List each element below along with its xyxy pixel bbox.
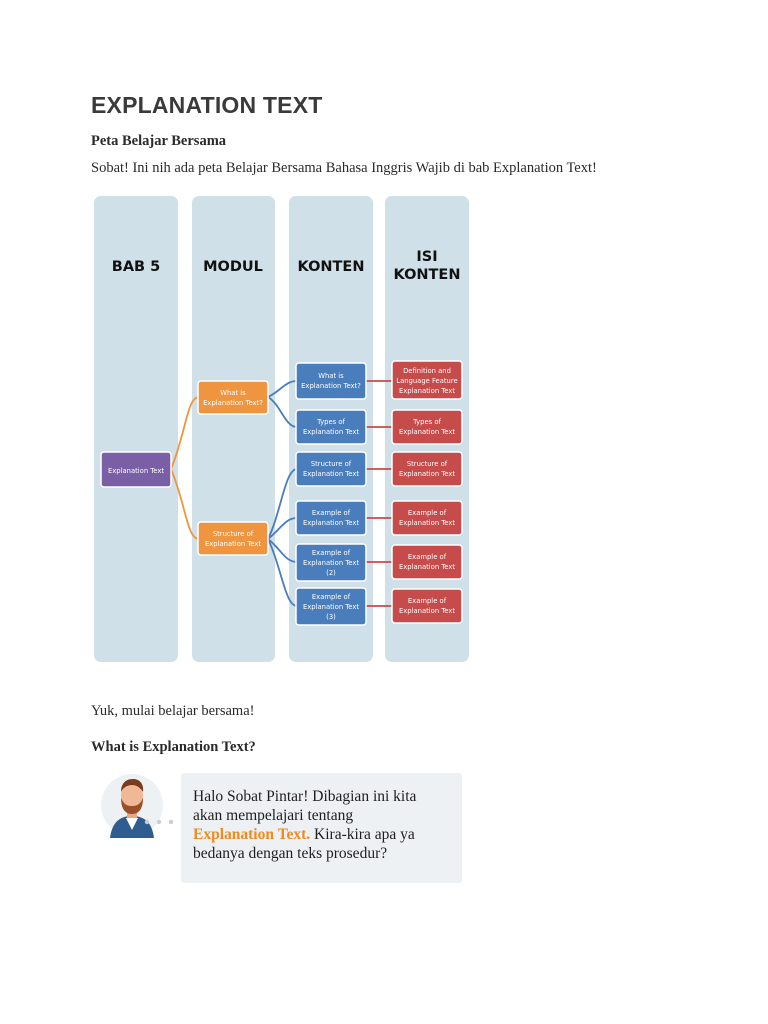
column-title-konten-2: KONTEN xyxy=(394,267,461,283)
node-isi-6-line1: Example of xyxy=(408,597,447,605)
node-modul-what-is: What is Explanation Text? xyxy=(197,380,269,415)
column-title-modul: MODUL xyxy=(203,259,263,275)
connector-modul-konten-5 xyxy=(267,538,298,563)
node-konten-2-line2: Explanation Text xyxy=(303,428,359,436)
speech-after-highlight: Kira-kira apa ya xyxy=(310,826,415,843)
node-isi-2-line1: Types of xyxy=(412,418,441,426)
node-konten-6-line3: (3) xyxy=(326,613,336,621)
node-konten-5: Example of Explanation Text (2) xyxy=(295,543,367,582)
node-konten-1-line1: What is xyxy=(318,372,344,380)
node-bab-explanation-text: Explanation Text xyxy=(100,451,172,488)
node-konten-4-line2: Explanation Text xyxy=(303,519,359,527)
node-konten-6: Example of Explanation Text (3) xyxy=(295,587,367,626)
connector-modul-konten-4 xyxy=(267,517,298,540)
node-konten-5-line2: Explanation Text xyxy=(303,559,359,567)
node-konten-1: What is Explanation Text? xyxy=(295,362,367,400)
connector-bab-modul-1 xyxy=(170,396,200,470)
speech-line-2: akan mempelajari tentang xyxy=(193,807,354,824)
node-konten-6-line1: Example of xyxy=(312,593,351,601)
node-konten-2-line1: Types of xyxy=(316,418,345,426)
connector-modul-konten-3 xyxy=(267,468,298,540)
column-bab5 xyxy=(94,196,178,662)
node-konten-5-line1: Example of xyxy=(312,549,351,557)
intro-paragraph: Sobat! Ini nih ada peta Belajar Bersama … xyxy=(91,160,597,176)
speech-text: Halo Sobat Pintar! Dibagian ini kita aka… xyxy=(193,787,458,863)
node-modul-2-line1: Structure of xyxy=(213,530,254,538)
node-konten-4: Example of Explanation Text xyxy=(295,500,367,536)
node-isi-5-line1: Example of xyxy=(408,553,447,561)
node-modul-1-line1: What is xyxy=(220,389,246,397)
node-konten-3-line2: Explanation Text xyxy=(303,470,359,478)
closing-paragraph: Yuk, mulai belajar bersama! xyxy=(91,703,255,719)
node-konten-6-line2: Explanation Text xyxy=(303,603,359,611)
node-isi-5-line2: Explanation Text xyxy=(399,563,455,571)
node-konten-3: Structure of Explanation Text xyxy=(295,451,367,487)
section-heading-peta: Peta Belajar Bersama xyxy=(91,133,227,149)
node-konten-3-line1: Structure of xyxy=(311,460,352,468)
speech-bubble: Halo Sobat Pintar! Dibagian ini kita aka… xyxy=(181,773,462,883)
speech-line-1: Halo Sobat Pintar! Dibagian ini kita xyxy=(193,788,417,805)
node-isi-1-line3: Explanation Text xyxy=(399,387,455,395)
chat-illustration: Halo Sobat Pintar! Dibagian ini kita aka… xyxy=(90,770,462,886)
node-isi-1-line2: Language Feature xyxy=(396,377,457,385)
node-bab-label: Explanation Text xyxy=(108,467,164,475)
node-modul-1-line2: Explanation Text? xyxy=(203,399,263,407)
node-isi-2: Types of Explanation Text xyxy=(391,409,463,445)
node-isi-1-line1: Definition and xyxy=(403,367,451,375)
node-isi-6-line2: Explanation Text xyxy=(399,607,455,615)
typing-dots-icon xyxy=(144,819,174,825)
connector-modul-konten-6 xyxy=(267,538,298,607)
node-isi-2-line2: Explanation Text xyxy=(399,428,455,436)
man-avatar-icon xyxy=(101,774,163,838)
connector-bab-modul-2 xyxy=(170,468,200,540)
section-heading-what-is: What is Explanation Text? xyxy=(91,739,256,755)
node-isi-4-line2: Explanation Text xyxy=(399,519,455,527)
node-konten-1-line2: Explanation Text? xyxy=(301,382,361,390)
node-isi-5: Example of Explanation Text xyxy=(391,544,463,580)
column-title-konten: KONTEN xyxy=(298,259,365,275)
node-isi-4-line1: Example of xyxy=(408,509,447,517)
column-title-bab5: BAB 5 xyxy=(112,259,160,275)
node-isi-6: Example of Explanation Text xyxy=(391,588,463,624)
connector-modul-konten-2 xyxy=(267,396,298,428)
node-modul-2-line2: Explanation Text xyxy=(205,540,261,548)
node-isi-3-line1: Structure of xyxy=(407,460,448,468)
node-modul-structure: Structure of Explanation Text xyxy=(197,521,269,556)
node-isi-3-line2: Explanation Text xyxy=(399,470,455,478)
speech-line-4: bedanya dengan teks prosedur? xyxy=(193,845,388,862)
node-isi-4: Example of Explanation Text xyxy=(391,500,463,536)
learning-map-diagram: BAB 5 MODUL KONTEN ISI KONTEN Explanatio… xyxy=(94,196,469,662)
node-isi-3: Structure of Explanation Text xyxy=(391,451,463,487)
node-konten-2: Types of Explanation Text xyxy=(295,409,367,445)
page-title: EXPLANATION TEXT xyxy=(91,92,323,118)
speech-line-3: Explanation Text. Kira-kira apa ya xyxy=(193,825,458,844)
node-konten-5-line3: (2) xyxy=(326,569,336,577)
connector-modul-konten-1 xyxy=(267,380,298,398)
column-title-isi: ISI xyxy=(416,249,437,265)
node-isi-1: Definition and Language Feature Explanat… xyxy=(391,360,463,400)
speech-highlight: Explanation Text. xyxy=(193,826,311,843)
node-konten-4-line1: Example of xyxy=(312,509,351,517)
